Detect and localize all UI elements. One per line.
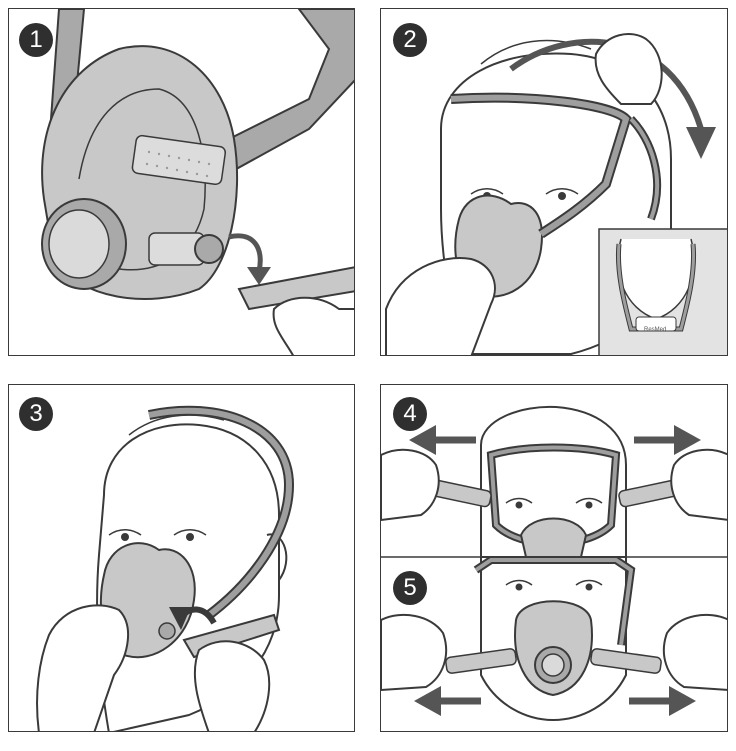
arrow-right-icon (634, 425, 701, 455)
hand-left (381, 448, 440, 522)
step-4-5-illustration (381, 405, 727, 722)
step-number-badge: 5 (393, 571, 427, 605)
step-4-5-panel: 4 5 (380, 384, 728, 732)
hand-left (381, 613, 448, 692)
arrow-curved-icon (228, 233, 263, 272)
step-2-panel: 2 ResMed (380, 8, 728, 356)
lower-strap (237, 266, 354, 311)
hand-bottom (385, 257, 496, 355)
hand-right (670, 448, 727, 521)
step-4-illustration (381, 405, 727, 558)
hand-left (36, 604, 130, 731)
arrow-left-icon (409, 425, 476, 455)
step-2-illustration (385, 33, 727, 355)
head (480, 405, 627, 558)
step-3-panel: 3 (8, 384, 355, 732)
step-number-badge: 1 (19, 23, 53, 57)
step-3-illustration (36, 405, 295, 731)
step-number-badge: 2 (393, 23, 427, 57)
inset-brand-tag (635, 316, 677, 332)
step-5-illustration (381, 556, 727, 722)
arrow-left-icon (414, 686, 481, 716)
step-number-badge: 3 (19, 397, 53, 431)
clip-magnet (194, 234, 224, 264)
hand-right (662, 613, 727, 691)
step-1-illustration (41, 9, 354, 355)
step-1-panel: 1 (8, 8, 355, 356)
hand (272, 296, 354, 355)
inset-brand-label: ResMed (644, 327, 667, 333)
mask-shell (519, 517, 588, 558)
velcro-tab (131, 134, 227, 186)
step-number-badge: 4 (393, 397, 427, 431)
arrow-right-icon (629, 686, 696, 716)
clip-magnet (158, 622, 176, 640)
hand-right (193, 640, 271, 731)
hand-top (594, 33, 663, 105)
